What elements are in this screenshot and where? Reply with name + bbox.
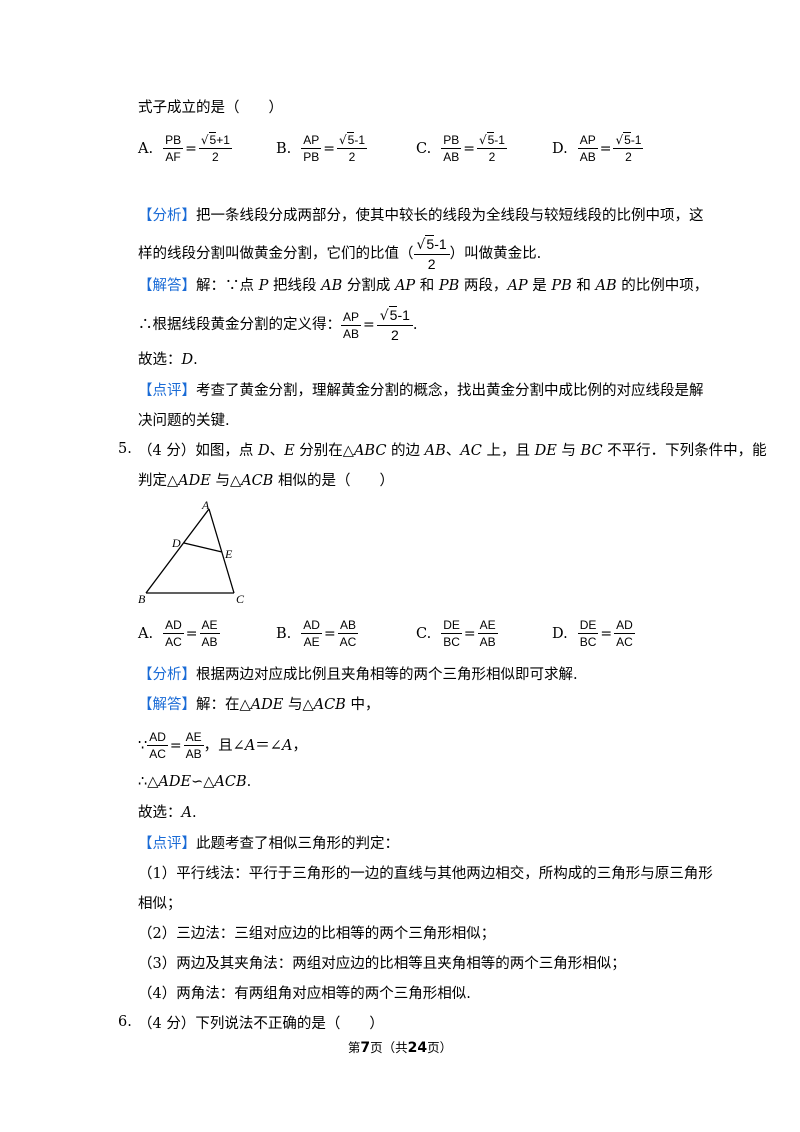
edge-ab	[145, 508, 210, 594]
q4-answer-line-1: 【解答】解：∵点 P 把线段 AB 分割成 AP 和 PB 两段，AP 是 PB…	[138, 278, 709, 294]
q4-intro: 式子成立的是（ ）	[138, 100, 283, 116]
q5-answer-line-1: 【解答】解：在△ADE 与△ACB 中，	[138, 697, 380, 713]
edge-ac	[208, 508, 235, 594]
triangle-figure: A D E B C	[138, 498, 245, 606]
q5-line-2: 判定△ADE 与△ACB 相似的是（ ）	[138, 473, 394, 489]
label-c: C	[236, 592, 245, 606]
q5-comment: 【点评】此题考查了相似三角形的判定：	[138, 836, 399, 852]
q5-method-1-cont: 相似；	[138, 896, 182, 912]
label-d: D	[171, 536, 181, 550]
q4-comment-line-1: 【点评】考查了黄金分割，理解黄金分割的概念，找出黄金分割中成比例的对应线段是解	[138, 383, 704, 399]
q5-method-1: （1）平行线法：平行于三角形的一边的直线与其他两边相交，所构成的三角形与原三角形	[138, 866, 713, 882]
q5-number: 5.	[118, 441, 132, 457]
page-footer: 第7页（共24页）	[347, 1040, 453, 1056]
label-a: A	[201, 498, 210, 512]
q5-method-3: （3）两边及其夹角法：两组对应边的比相等且夹角相等的两个三角形相似；	[138, 956, 626, 972]
q4-comment-line-2: 决问题的关键.	[138, 413, 230, 429]
current-page: 7	[360, 1040, 371, 1056]
label-e: E	[224, 547, 233, 561]
q5-line-1: （4 分）如图，点 D、E 分别在△ABC 的边 AB、AC 上，且 DE 与 …	[138, 443, 767, 459]
q6-number: 6.	[118, 1014, 132, 1030]
q4-choose: 故选：D.	[138, 352, 198, 368]
q5-analysis: 【分析】根据两边对应成比例且夹角相等的两个三角形相似即可求解.	[138, 667, 578, 683]
total-pages: 24	[407, 1040, 428, 1056]
q5-method-2: （2）三边法：三组对应边的比相等的两个三角形相似；	[138, 926, 496, 942]
q6-text: （4 分）下列说法不正确的是（ ）	[138, 1016, 384, 1032]
label-b: B	[138, 592, 146, 606]
q5-choose: 故选：A.	[138, 805, 197, 821]
segment-de	[183, 542, 223, 553]
q5-method-4: （4）两角法：有两组角对应相等的两个三角形相似.	[138, 986, 471, 1002]
q4-analysis-line-1: 【分析】把一条线段分成两部分，使其中较长的线段为全线段与较短线段的比例中项，这	[138, 208, 704, 224]
q5-answer-line-3: ∴△ADE∽△ACB.	[138, 774, 252, 790]
